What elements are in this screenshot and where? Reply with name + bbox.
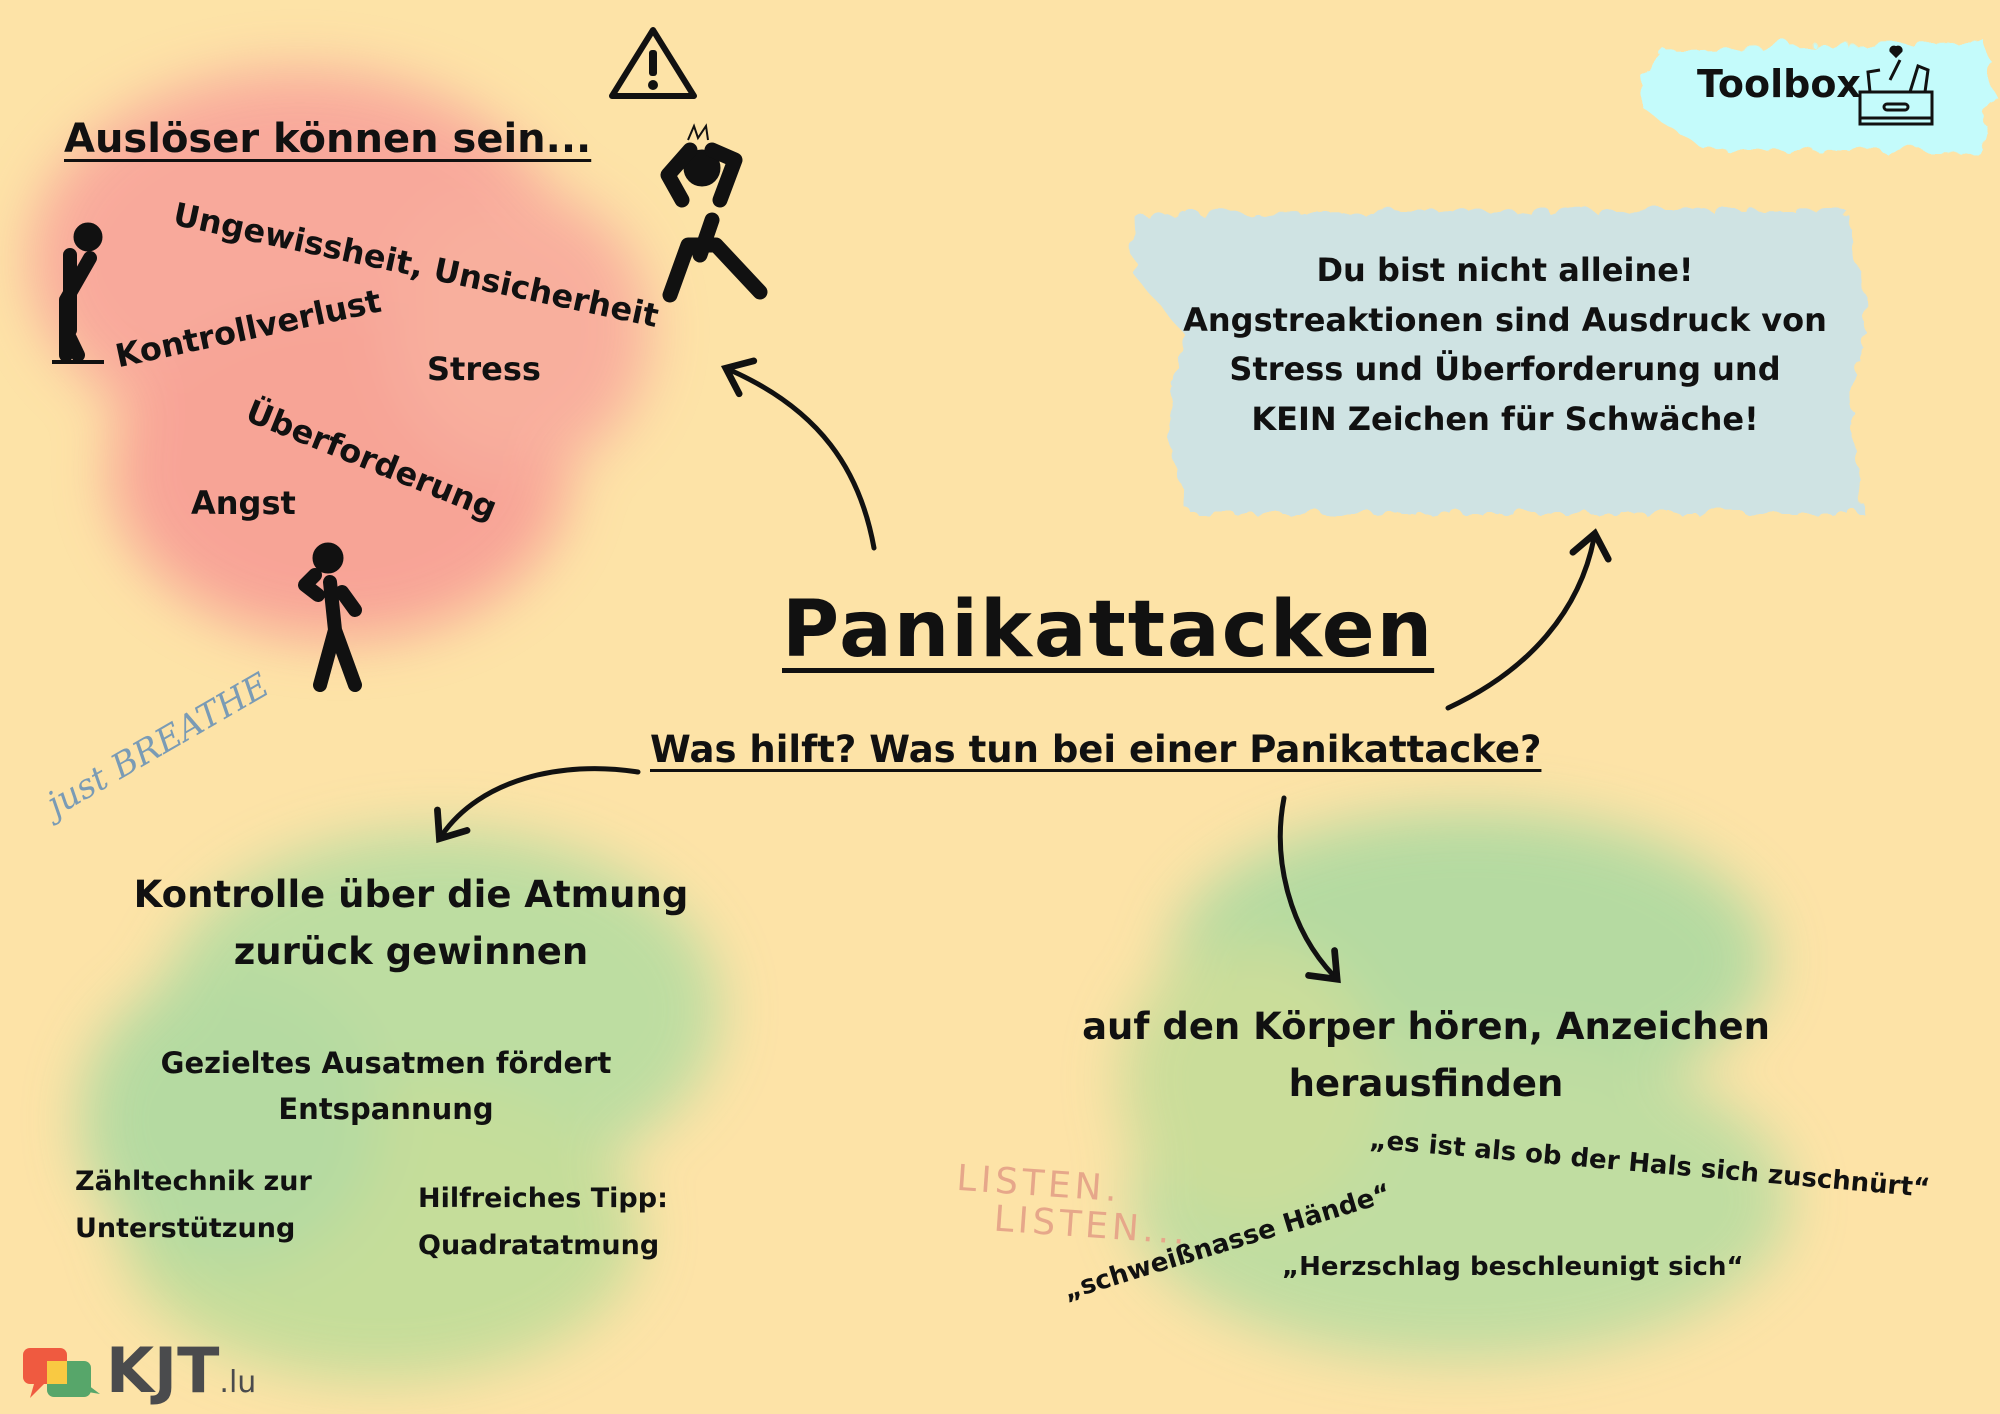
green-blob-right xyxy=(1120,810,1790,1360)
tip-line: Zähltechnik zur xyxy=(75,1166,312,1197)
breathing-heading-line: Kontrolle über die Atmung xyxy=(133,873,689,916)
subtitle: Was hilft? Was tun bei einer Panikattack… xyxy=(650,728,1542,771)
anxious-person-icon xyxy=(298,542,362,692)
page-title: Panikattacken xyxy=(782,585,1435,675)
tip-line: Gezieltes Ausatmen fördert xyxy=(160,1046,612,1080)
toolbox-label: Toolbox xyxy=(1697,62,1861,106)
arrow-to-triggers xyxy=(720,357,877,551)
breathing-tip-exhale: Gezieltes Ausatmen fördert Entspannung xyxy=(161,1040,612,1133)
body-heading: auf den Körper hören, Anzeichen herausfi… xyxy=(1082,998,1770,1113)
trigger-fear: Angst xyxy=(191,484,296,522)
breathing-heading-line: zurück gewinnen xyxy=(233,930,589,974)
toolbox-brush-bg xyxy=(1636,36,1990,148)
message-text: Du bist nicht alleine! Angstreaktionen s… xyxy=(1183,246,1827,444)
breathing-heading: Kontrolle über die Atmung zurück gewinne… xyxy=(134,866,689,981)
message-line: Stress und Überforderung und xyxy=(1229,350,1781,389)
quote-heartbeat: „Herzschlag beschleunigt sich“ xyxy=(1282,1252,1744,1282)
green-blob-left xyxy=(80,830,720,1380)
tip-line: Entspannung xyxy=(278,1092,494,1127)
message-line: KEIN Zeichen für Schwäche! xyxy=(1251,399,1759,438)
stressed-person-icon xyxy=(52,222,104,364)
arrow-to-breathing xyxy=(434,766,641,844)
panicking-person-icon xyxy=(660,123,768,303)
trigger-stress: Stress xyxy=(427,350,541,388)
logo-suffix: .lu xyxy=(219,1365,257,1400)
arrow-to-message xyxy=(1445,528,1612,711)
warning-icon xyxy=(609,27,697,99)
breathing-tip-square: Hilfreiches Tipp: Quadratatmung xyxy=(418,1175,668,1270)
kjt-logo-icon xyxy=(23,1348,100,1398)
toolbox-icon xyxy=(1858,45,1934,126)
triggers-heading: Auslöser können sein... xyxy=(64,116,592,162)
logo-main: KJT xyxy=(106,1334,220,1407)
body-heading-line: herausfinden xyxy=(1288,1062,1564,1106)
body-heading-line: auf den Körper hören, Anzeichen xyxy=(1082,1005,1770,1048)
tip-line: Quadratatmung xyxy=(418,1230,660,1262)
tip-line: Unterstützung xyxy=(75,1213,296,1245)
message-line: Angstreaktionen sind Ausdruck von xyxy=(1183,300,1827,339)
blue-message-box xyxy=(1128,204,1862,508)
red-blob xyxy=(30,70,650,640)
message-line: Du bist nicht alleine! xyxy=(1316,251,1694,289)
arrow-to-body xyxy=(1277,795,1341,984)
kjt-logo: KJT.lu xyxy=(106,1340,256,1402)
tip-line: Hilfreiches Tipp: xyxy=(418,1183,668,1214)
breathing-tip-counting: Zähltechnik zur Unterstützung xyxy=(75,1158,312,1253)
